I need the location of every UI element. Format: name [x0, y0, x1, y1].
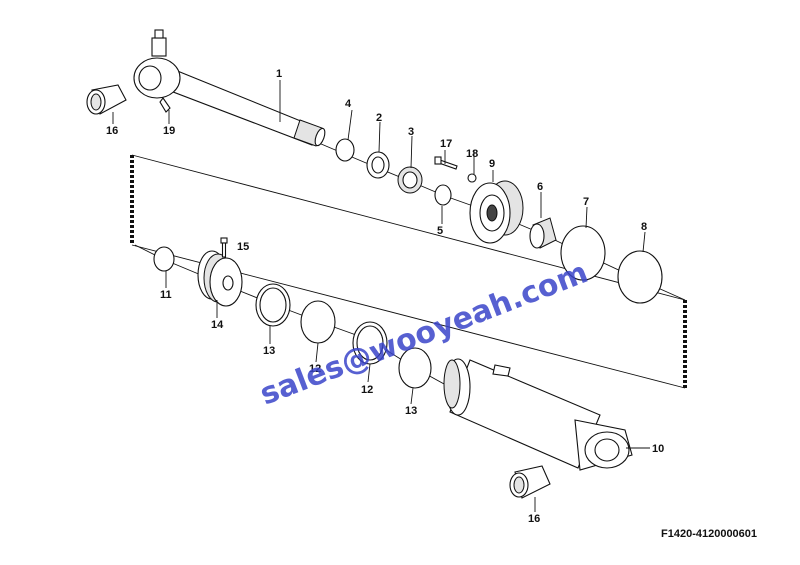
drawing-code: F1420-4120000601 [661, 528, 757, 540]
callout-8: 8 [641, 221, 647, 233]
callout-2: 2 [376, 112, 382, 124]
center-line-upper [299, 134, 686, 301]
callout-6: 6 [537, 181, 543, 193]
callout-11: 11 [160, 289, 172, 301]
rod-seal [366, 151, 390, 179]
callout-16a: 16 [106, 125, 118, 137]
wear-ring-12b [352, 321, 388, 365]
leader-lines [112, 80, 650, 512]
piston [197, 250, 243, 307]
callout-12b: 12 [361, 384, 373, 396]
callout-13b: 13 [405, 405, 417, 417]
callout-13a: 13 [263, 345, 275, 357]
callout-7: 7 [583, 196, 589, 208]
cylinder-head [469, 180, 524, 244]
o-ring-small [434, 184, 452, 206]
piston-seal-13b [398, 347, 432, 389]
snap-ring [335, 138, 355, 162]
callout-9: 9 [489, 158, 495, 170]
o-ring-11 [153, 246, 175, 272]
o-ring-large-7 [560, 225, 606, 281]
callout-18: 18 [466, 148, 478, 160]
callout-1: 1 [276, 68, 282, 80]
piston-rod [133, 29, 326, 147]
washer-18 [467, 173, 477, 183]
callout-10: 10 [652, 443, 664, 455]
callout-15: 15 [237, 241, 249, 253]
bushing-lower [509, 465, 551, 499]
callout-19: 19 [163, 125, 175, 137]
callout-labels: 1 2 3 4 5 6 7 8 9 10 11 12 12 13 13 14 1… [106, 68, 664, 525]
piston-seal-13a [255, 283, 291, 327]
callout-16b: 16 [528, 513, 540, 525]
callout-17: 17 [440, 138, 452, 150]
screw-17 [434, 156, 458, 170]
callout-14: 14 [211, 319, 224, 331]
guide-bushing [529, 217, 557, 249]
callout-3: 3 [408, 126, 414, 138]
cylinder-tube [443, 358, 633, 471]
wear-ring-12a [300, 300, 336, 344]
callout-5: 5 [437, 225, 443, 237]
callout-12a: 12 [309, 363, 321, 375]
bushing-upper [86, 84, 127, 115]
bolt-15 [220, 237, 228, 258]
o-ring-large-8 [617, 250, 663, 304]
wiper-ring [397, 166, 423, 194]
callout-4: 4 [345, 98, 352, 110]
